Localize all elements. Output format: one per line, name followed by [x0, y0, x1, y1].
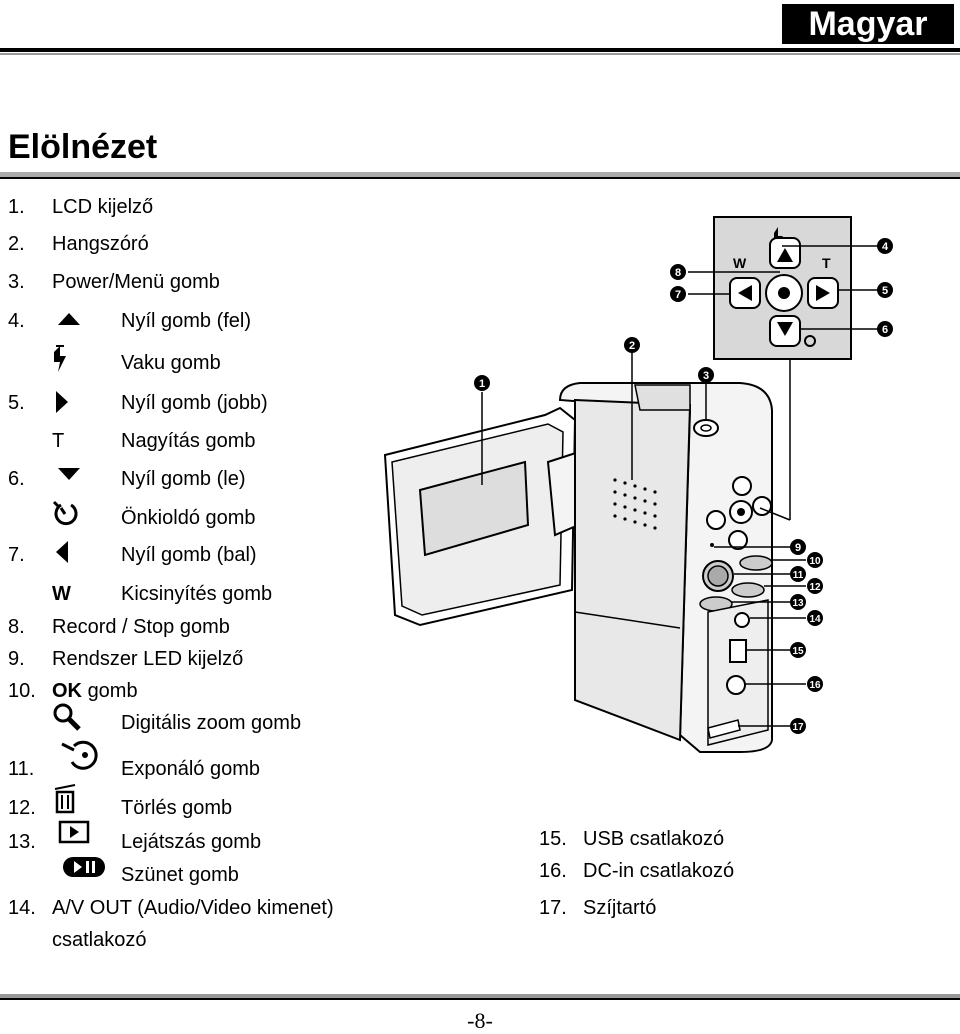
list-item-label: Vaku gomb: [121, 352, 221, 374]
svg-text:10: 10: [809, 556, 821, 567]
callout-15: 15: [790, 642, 806, 658]
svg-text:13: 13: [792, 598, 804, 609]
list-item: 1.LCD kijelző: [8, 196, 154, 218]
list-item: 9.Rendszer LED kijelző: [8, 648, 244, 670]
play-icon: [58, 820, 90, 844]
list-item: 8.Record / Stop gomb: [8, 616, 230, 638]
callout-7: 7: [670, 286, 686, 302]
list-item-label: Kicsinyítés gomb: [121, 583, 273, 605]
callout-1: 1: [474, 375, 490, 391]
svg-text:7: 7: [675, 289, 681, 301]
page-number: -8-: [467, 1008, 493, 1033]
list-item-label: OK gomb: [52, 680, 138, 702]
list-item: 3.Power/Menü gomb: [8, 271, 220, 293]
list-item: 15.USB csatlakozó: [539, 828, 725, 850]
callout-16: 16: [807, 676, 823, 692]
list-item-label: Nyíl gomb (le): [121, 468, 246, 490]
list-item-label: Önkioldó gomb: [121, 507, 256, 529]
callout-badges: 1 2 3 4 5 6 7 8 9 10 11 12 13 14 15 16 1…: [474, 238, 893, 734]
list-item: 16.DC-in csatlakozó: [539, 860, 735, 882]
list-item-label: Törlés gomb: [121, 797, 233, 819]
list-item-label: Nagyítás gomb: [121, 430, 256, 452]
title-rule-shadow: [0, 172, 960, 177]
svg-text:14: 14: [809, 614, 821, 625]
footer-rule: [0, 998, 960, 1000]
list-item-label: Exponáló gomb: [121, 758, 260, 780]
list-item-label: Nyíl gomb (jobb): [121, 392, 268, 414]
pad-t-label: T: [822, 255, 831, 271]
arrow-left-icon: [56, 541, 68, 563]
camera-body: [558, 382, 773, 753]
pad-w-label: W: [733, 255, 747, 271]
svg-text:12: 12: [809, 582, 821, 593]
control-pad-inset: W T: [713, 216, 852, 521]
svg-text:3: 3: [703, 370, 709, 382]
lcd-panel: [383, 406, 592, 627]
camcorder-diagram: W T 1 2 3: [383, 216, 893, 753]
svg-text:1: 1: [479, 378, 485, 390]
list-item: 7.: [8, 544, 25, 566]
callout-5: 5: [877, 282, 893, 298]
list-item: 13.: [8, 831, 36, 853]
list-item: 17.Szíjtartó: [539, 897, 657, 919]
svg-text:15: 15: [792, 646, 804, 657]
list-item: 5.: [8, 392, 25, 414]
callout-14: 14: [807, 610, 823, 626]
header-rule-shadow: [0, 53, 960, 55]
callout-10: 10: [807, 552, 823, 568]
svg-text:9: 9: [795, 542, 801, 554]
callout-9: 9: [790, 539, 806, 555]
list-item-label: Digitális zoom gomb: [121, 712, 302, 734]
list-item: 2.Hangszóró: [8, 233, 149, 255]
svg-text:2: 2: [629, 340, 635, 352]
svg-text:8: 8: [675, 267, 681, 279]
page-title: Elölnézet: [8, 128, 158, 166]
zoom-out-glyph: W: [52, 583, 71, 605]
svg-text:16: 16: [809, 680, 821, 691]
magnifier-icon: [53, 703, 81, 731]
list-item-continuation: csatlakozó: [52, 929, 147, 951]
arrow-right-icon: [56, 391, 68, 413]
list-item: 6.: [8, 468, 25, 490]
callout-6: 6: [877, 321, 893, 337]
callout-13: 13: [790, 594, 806, 610]
list-item-label: Lejátszás gomb: [121, 831, 262, 853]
callout-2: 2: [624, 337, 640, 353]
flash-icon: [54, 345, 66, 372]
arrow-down-icon: [58, 468, 80, 480]
list-item-label: Szünet gomb: [121, 864, 239, 886]
callout-17: 17: [790, 718, 806, 734]
trash-icon: [54, 784, 76, 814]
callout-3: 3: [698, 367, 714, 383]
list-item-label: Nyíl gomb (bal): [121, 544, 257, 566]
header-rule: [0, 48, 960, 52]
list-item: 12.: [8, 797, 36, 819]
svg-text:11: 11: [793, 570, 804, 581]
list-item-label: Nyíl gomb (fel): [121, 310, 252, 332]
svg-text:5: 5: [882, 285, 888, 297]
language-badge: Magyar: [782, 4, 954, 44]
callout-12: 12: [807, 578, 823, 594]
arrow-up-icon: [58, 313, 80, 325]
callout-4: 4: [877, 238, 893, 254]
list-item: 4.: [8, 310, 25, 332]
self-timer-icon: [52, 500, 78, 526]
list-item: 14.A/V OUT (Audio/Video kimenet): [8, 897, 334, 919]
speaker-grille: [613, 478, 657, 530]
svg-text:4: 4: [882, 241, 889, 253]
list-item: 10.: [8, 680, 36, 702]
zoom-in-glyph: T: [52, 430, 65, 452]
svg-text:17: 17: [792, 722, 804, 733]
svg-text:6: 6: [882, 324, 888, 336]
callout-8: 8: [670, 264, 686, 280]
exposure-icon: [61, 740, 98, 770]
list-item: 11.: [8, 758, 35, 780]
footer-rule-shadow: [0, 994, 960, 998]
callout-11: 11: [790, 566, 806, 582]
leader-lines: [481, 245, 878, 727]
pause-icon: [63, 857, 105, 877]
title-rule: [0, 177, 960, 179]
